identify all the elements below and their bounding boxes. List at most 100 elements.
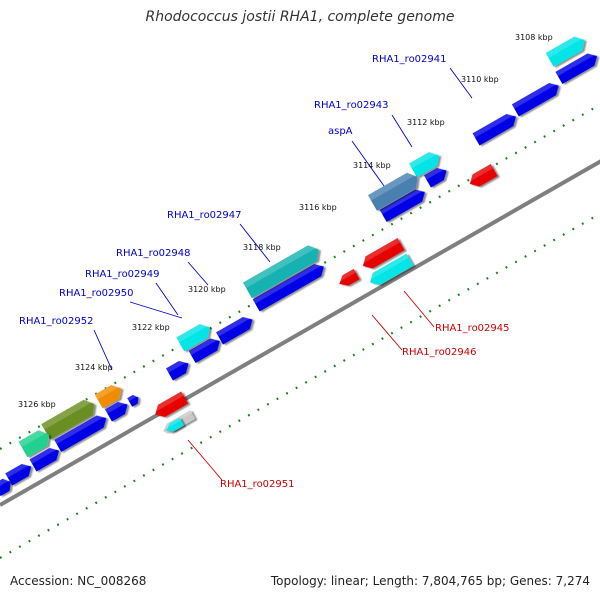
reverse-gene-4 (154, 391, 189, 418)
colored-gene-7 (18, 430, 50, 458)
kbp-label: 3110 kbp (461, 75, 499, 84)
reverse-gene-2 (338, 268, 360, 286)
kbp-label: 3124 kbp (75, 363, 113, 372)
callout-line (351, 140, 385, 187)
genome-stats: Topology: linear; Length: 7,804,765 bp; … (270, 574, 590, 588)
colored-gene-1-bevel (409, 152, 438, 169)
callout-line (371, 314, 403, 351)
forward-gene-10-bevel (54, 415, 106, 445)
gene-label: RHA1_ro02945 (435, 323, 510, 334)
gene-label: RHA1_ro02941 (372, 54, 447, 65)
reverse-gene-cyan-part (165, 417, 185, 432)
colored-gene-1 (409, 152, 440, 178)
forward-gene-small (127, 394, 139, 407)
forward-gene-4-body (379, 189, 425, 223)
colored-gene-0-body (545, 36, 585, 67)
reverse-gene-1 (361, 237, 405, 269)
colored-gene-4-body (176, 324, 210, 352)
callout-line (449, 67, 473, 99)
kbp-label: 3122 kbp (132, 323, 170, 332)
forward-gene-3-bevel (423, 167, 446, 180)
colored-gene-5 (94, 385, 122, 409)
forward-gene-6-body (216, 316, 253, 345)
kbp-label: 3120 kbp (188, 285, 226, 294)
callout-line (129, 301, 183, 319)
colored-gene-0-bevel (545, 36, 584, 58)
kbp-label: 3118 kbp (243, 243, 281, 252)
forward-gene-2-bevel (472, 113, 515, 138)
forward-gene-6-bevel (216, 316, 252, 337)
forward-gene-8 (165, 360, 189, 381)
map-title: Rhodococcus jostii RHA1, complete genome (145, 9, 455, 25)
forward-gene-10 (54, 415, 107, 452)
forward-gene-8-bevel (165, 360, 188, 373)
colored-gene-3-body (242, 245, 319, 299)
genes (0, 36, 598, 497)
forward-gene-13-body (0, 478, 11, 497)
reverse-gene-0-bevel (468, 163, 494, 183)
reverse-gene-3-body (370, 253, 414, 286)
callout-line (155, 282, 179, 316)
forward-gene-6 (216, 316, 253, 345)
forward-gene-5-bevel (252, 264, 323, 304)
forward-gene-3 (423, 167, 447, 188)
callout-line (391, 114, 413, 148)
reverse-gene-2-body (339, 268, 360, 286)
callout-line (187, 261, 209, 286)
accession-label: Accession: NC_008268 (10, 574, 147, 588)
gene-label: RHA1_ro02952 (19, 316, 94, 327)
colored-gene-2 (367, 172, 418, 211)
forward-gene-13 (0, 478, 11, 497)
colored-gene-0 (545, 36, 585, 67)
reverse-gene-3 (368, 253, 414, 286)
forward-gene-9 (104, 401, 128, 422)
forward-gene-7 (188, 338, 220, 364)
gene-label: RHA1_ro02943 (314, 100, 389, 111)
reverse-gene-4-body (155, 391, 189, 418)
forward-gene-4-bevel (379, 189, 424, 215)
colored-gene-5-bevel (94, 385, 121, 400)
forward-gene-0-bevel (555, 53, 597, 77)
forward-gene-12 (5, 463, 32, 486)
colored-gene-6-body (41, 399, 95, 440)
forward-gene-10-body (54, 415, 107, 452)
forward-gene-12-body (5, 463, 32, 486)
callouts (93, 67, 473, 481)
forward-gene-2 (472, 113, 516, 146)
forward-gene-4 (379, 189, 425, 223)
reverse-gene-4-bevel (154, 391, 184, 413)
colored-gene-2-body (367, 172, 418, 211)
gene-label: RHA1_ro02949 (85, 269, 160, 280)
colored-gene-3-bevel (242, 245, 318, 289)
forward-gene-0-body (555, 53, 598, 85)
forward-gene-0 (555, 53, 598, 85)
kbp-label: 3108 kbp (515, 33, 553, 42)
reverse-gene-0-body (469, 163, 498, 187)
forward-gene-11 (29, 447, 60, 472)
forward-gene-9-bevel (104, 401, 127, 414)
reverse-gene-1-bevel (361, 237, 401, 265)
kbp-label: 3112 kbp (407, 118, 445, 127)
forward-gene-5 (252, 264, 324, 312)
genome-backbone (0, 159, 600, 507)
colored-gene-4-bevel (176, 324, 209, 343)
forward-gene-1-body (511, 82, 559, 117)
callout-line (239, 223, 271, 263)
reverse-gene-2-bevel (338, 268, 356, 283)
gene-label: RHA1_ro02951 (220, 479, 295, 490)
gene-label: RHA1_ro02947 (167, 210, 242, 221)
kbp-label: 3114 kbp (353, 161, 391, 170)
colored-gene-7-body (18, 430, 50, 458)
kbp-label: 3126 kbp (18, 400, 56, 409)
forward-gene-12-bevel (5, 463, 31, 478)
gene-label: RHA1_ro02948 (116, 248, 191, 259)
colored-gene-2-bevel (367, 172, 417, 201)
forward-gene-13-bevel (0, 478, 10, 489)
reverse-gene-3-bevel (368, 253, 409, 281)
gene-label: RHA1_ro02950 (59, 288, 134, 299)
forward-gene-7-body (188, 338, 220, 364)
forward-gene-7-bevel (188, 338, 219, 356)
callout-line (403, 290, 435, 328)
